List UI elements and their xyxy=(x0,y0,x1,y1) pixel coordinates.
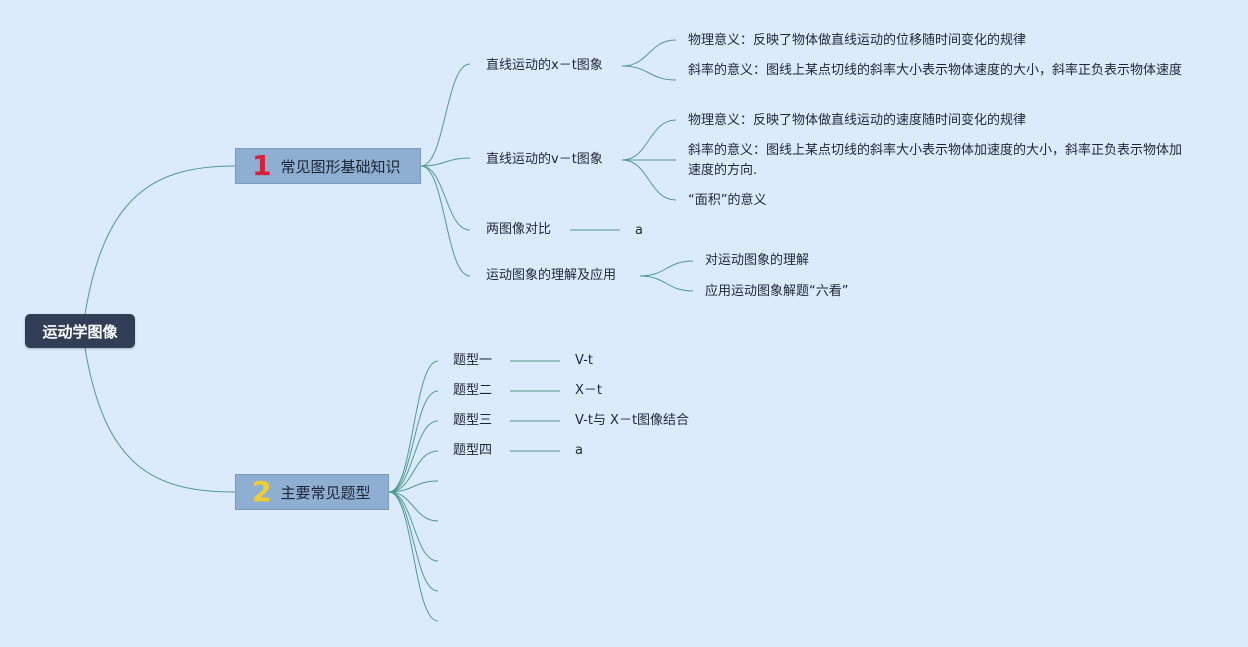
connector-question-types-sub-1 xyxy=(388,390,439,493)
connector-root-to-question-types xyxy=(84,347,236,493)
connector-question-types-sub-5 xyxy=(388,491,439,522)
subtopic-question-type-2[interactable]: 题型二 xyxy=(453,383,493,398)
root-topic-label: 运动学图像 xyxy=(42,322,118,341)
connector-question-types-sub-2 xyxy=(388,420,439,493)
main-topic-basics[interactable]: 1 常见图形基础知识 xyxy=(235,148,421,184)
subtopic-graph-comparison[interactable]: 两图像对比 xyxy=(486,222,552,237)
leaf-xt-slope-meaning[interactable]: 斜率的意义：图线上某点切线的斜率大小表示物体速度的大小，斜率正负表示物体速度 xyxy=(688,63,1183,78)
subtopic-xt-graph[interactable]: 直线运动的x－t图象 xyxy=(486,58,603,73)
connector-xt-leaf-1 xyxy=(621,65,677,81)
leaf-vt-physical-meaning[interactable]: 物理意义：反映了物体做直线运动的速度随时间变化的规律 xyxy=(688,113,1027,128)
connector-question-types-sub-0 xyxy=(388,360,439,493)
connector-question-types-sub-8 xyxy=(388,491,439,622)
subtopic-question-type-3[interactable]: 题型三 xyxy=(453,413,493,428)
connector-basics-sub-1 xyxy=(420,157,471,167)
leaf-a[interactable]: a xyxy=(575,443,583,458)
subtopic-vt-graph[interactable]: 直线运动的v－t图象 xyxy=(486,152,603,167)
connector-application-leaf-0 xyxy=(639,260,694,277)
root-topic[interactable]: 运动学图像 xyxy=(25,314,135,348)
leaf-graph-understanding[interactable]: 对运动图象的理解 xyxy=(705,253,810,268)
leaf-vt[interactable]: V-t xyxy=(575,353,593,368)
connector-application-leaf-1 xyxy=(639,275,694,292)
leaf-six-looks[interactable]: 应用运动图象解题“六看” xyxy=(705,284,849,299)
leaf-comparison-a[interactable]: a xyxy=(635,223,643,238)
subtopic-question-type-4[interactable]: 题型四 xyxy=(453,443,493,458)
subtopic-graph-application[interactable]: 运动图象的理解及应用 xyxy=(486,268,617,283)
main-topic-basics-label: 常见图形基础知识 xyxy=(280,157,401,176)
connector-question-types-sub-4 xyxy=(388,480,439,493)
leaf-vt-area-meaning[interactable]: “面积”的意义 xyxy=(688,193,767,208)
number-one-badge-icon: 1 xyxy=(252,149,272,182)
connector-xt-leaf-0 xyxy=(621,39,677,67)
connector-basics-sub-0 xyxy=(420,63,471,167)
leaf-vt-xt-combined[interactable]: V-t与 X－t图像结合 xyxy=(575,413,690,428)
connector-root-to-basics xyxy=(84,165,236,315)
number-two-badge-icon: 2 xyxy=(252,475,272,508)
connector-basics-sub-3 xyxy=(420,165,471,277)
connector-vt-leaf-2 xyxy=(621,159,677,201)
leaf-vt-slope-meaning[interactable]: 斜率的意义：图线上某点切线的斜率大小表示物体加速度的大小，斜率正负表示物体加速度… xyxy=(688,143,1183,178)
connector-question-types-sub-3 xyxy=(388,450,439,493)
connector-basics-sub-2 xyxy=(420,165,471,231)
main-topic-question-types-label: 主要常见题型 xyxy=(280,483,371,502)
leaf-xt[interactable]: X－t xyxy=(575,383,603,398)
main-topic-question-types[interactable]: 2 主要常见题型 xyxy=(235,474,389,510)
subtopic-question-type-1[interactable]: 题型一 xyxy=(453,353,493,368)
connector-question-types-sub-6 xyxy=(388,491,439,562)
leaf-xt-physical-meaning[interactable]: 物理意义：反映了物体做直线运动的位移随时间变化的规律 xyxy=(688,33,1027,48)
connector-vt-leaf-0 xyxy=(621,119,677,161)
